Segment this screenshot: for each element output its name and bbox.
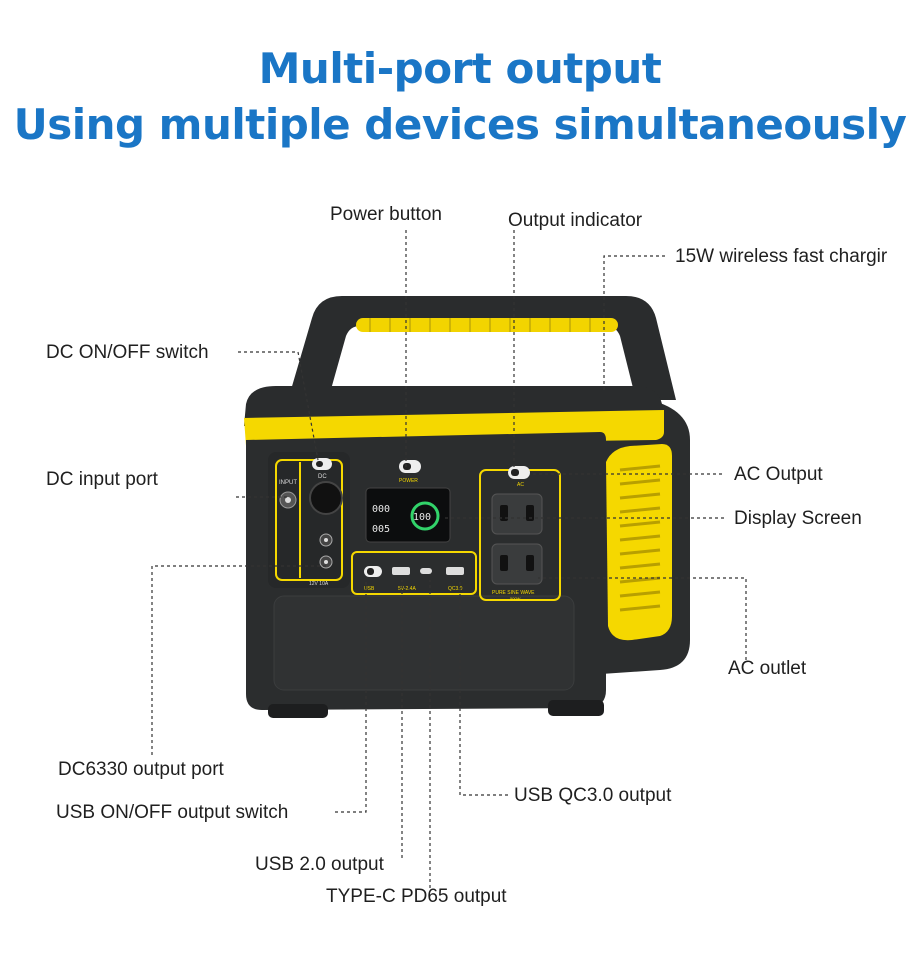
ac-label: AC	[517, 482, 524, 488]
ac-outlet-1	[491, 493, 543, 535]
side-vent	[606, 444, 672, 641]
callout-dc-input: DC input port	[46, 469, 158, 490]
qc-label: QC3.0	[448, 586, 463, 592]
usb-a-port-icon	[392, 567, 410, 575]
heading-line-2: Using multiple devices simultaneously	[13, 100, 907, 149]
callout-usb-switch: USB ON/OFF output switch	[56, 802, 289, 823]
foot-right	[548, 700, 604, 716]
usb-qc-port-icon	[446, 567, 464, 575]
callout-dc-switch: DC ON/OFF switch	[46, 342, 209, 363]
dc-label: DC	[318, 474, 327, 480]
callout-usb-qc: USB QC3.0 output	[514, 785, 672, 806]
usb-label: USB	[364, 586, 375, 592]
callout-ac-outlet: AC outlet	[728, 658, 807, 679]
handle-grip	[356, 318, 618, 332]
watt-label: 500W	[510, 596, 521, 601]
ac-outlet-2	[491, 543, 543, 585]
type-c-port-icon	[420, 568, 432, 574]
power-label: POWER	[399, 478, 418, 484]
dc-rating-label: 12V 10A	[309, 581, 329, 587]
svg-text:100: 100	[413, 512, 431, 523]
callout-dc6330: DC6330 output port	[58, 759, 224, 780]
foot-left	[268, 704, 328, 718]
svg-text:005: 005	[372, 524, 390, 535]
callout-power-button: Power button	[330, 204, 442, 225]
callout-typec: TYPE-C PD65 output	[326, 886, 507, 907]
svg-text:000: 000	[372, 504, 390, 515]
dc-panel	[268, 452, 350, 588]
carry-handle	[288, 296, 676, 400]
callout-wireless-charging: 15W wireless fast chargir	[675, 246, 888, 267]
heading-line-1: Multi-port output	[258, 44, 662, 93]
callout-usb2: USB 2.0 output	[255, 854, 384, 875]
leader-lines	[151, 230, 747, 888]
callout-output-indicator: Output indicator	[508, 210, 643, 231]
dc-cigarette-socket-icon	[309, 481, 343, 515]
callout-ac-output: AC Output	[734, 464, 823, 485]
input-label: INPUT	[279, 480, 297, 486]
callout-display-screen: Display Screen	[734, 508, 862, 529]
usb-rating-label: 5V-2.4A	[398, 586, 416, 592]
lower-front-panel	[273, 595, 575, 691]
pure-sine-label: PURE SINE WAVE	[492, 590, 535, 596]
usb-panel	[351, 551, 477, 595]
